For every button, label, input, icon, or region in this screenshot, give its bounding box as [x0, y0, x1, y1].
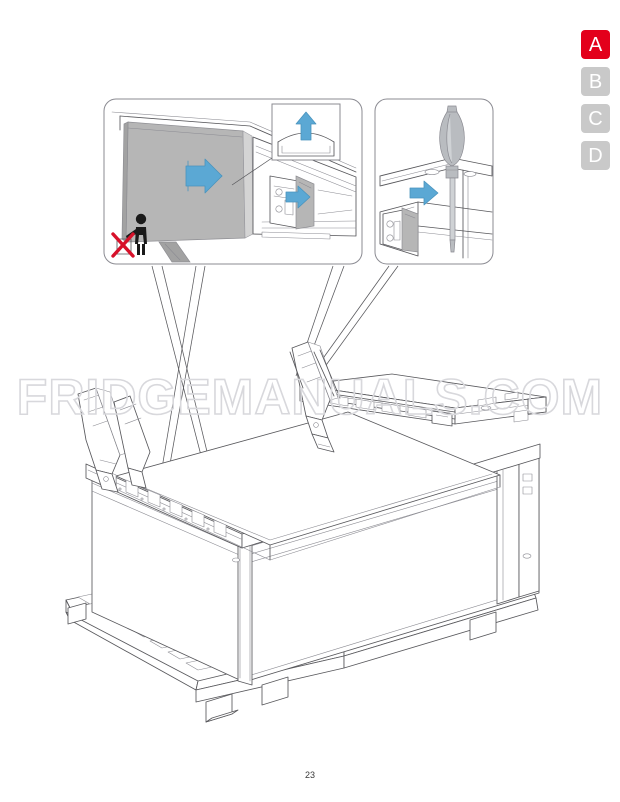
screwdriver-icon [439, 105, 465, 253]
arrow-right-blue-small-icon [409, 180, 439, 206]
freezer-cabinet [85, 411, 541, 686]
no-standing-pictogram [111, 213, 147, 258]
callout-screwdriver [374, 98, 494, 265]
section-tab-b-label: B [588, 70, 603, 93]
lid-support-struts [289, 349, 341, 399]
section-tab-c[interactable]: C [581, 104, 610, 133]
page-number: 23 [304, 770, 315, 780]
section-tab-d[interactable]: D [581, 141, 610, 170]
callout-lid-panel [103, 98, 363, 265]
arrow-up-blue-icon [295, 111, 317, 141]
hinge-left-inner [113, 395, 151, 489]
section-tab-a[interactable]: A [581, 30, 610, 59]
section-tab-strip: A B C D [581, 30, 610, 170]
inset-detail-arch [231, 103, 341, 186]
section-tab-d-label: D [588, 144, 603, 167]
arrow-right-blue-large-icon [185, 158, 223, 194]
section-tab-b[interactable]: B [581, 67, 610, 96]
chest-freezer-assembly [65, 341, 547, 723]
freezer-lid [299, 373, 547, 427]
arrow-right-blue-small-icon [285, 185, 311, 209]
section-tab-c-label: C [588, 107, 603, 130]
section-tab-a-label: A [588, 33, 603, 56]
